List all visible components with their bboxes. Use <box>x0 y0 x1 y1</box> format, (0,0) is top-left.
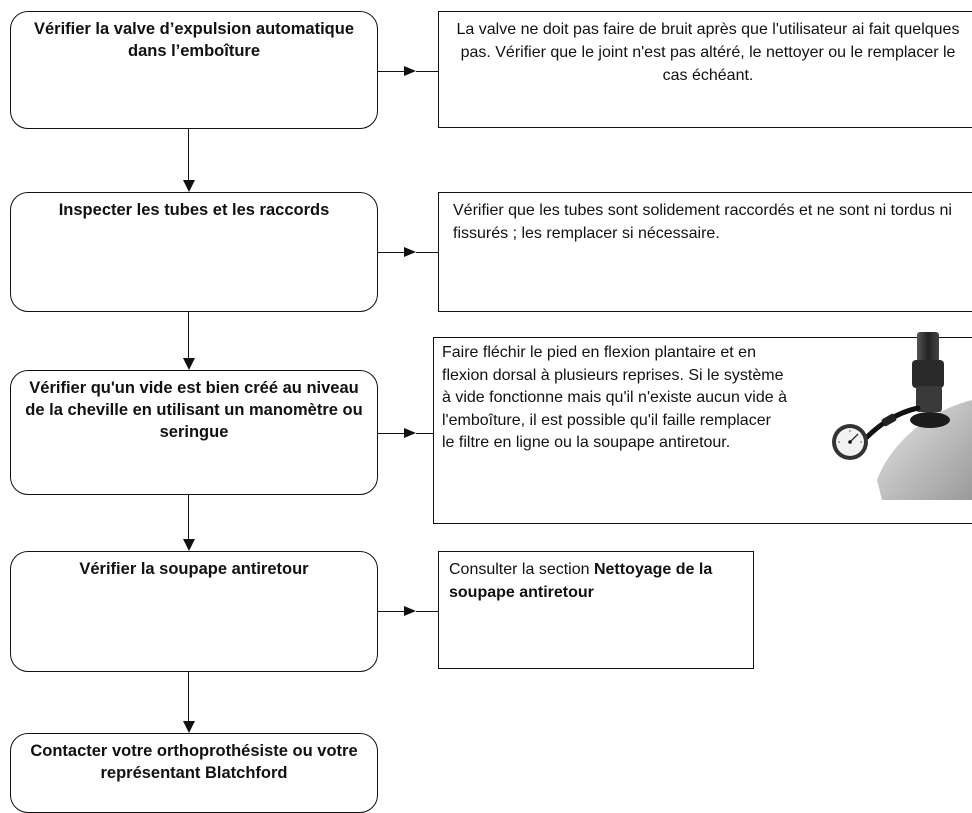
connector-note4-tail <box>416 611 438 612</box>
note-tubes: Vérifier que les tubes sont solidement r… <box>438 192 972 312</box>
arrow-right-1 <box>404 66 416 76</box>
note-vacuum: Faire fléchir le pied en flexion plantai… <box>433 337 972 524</box>
arrow-down-3-4 <box>183 539 195 551</box>
arrow-right-4 <box>404 606 416 616</box>
step-inspect-tubes: Inspecter les tubes et les raccords <box>10 192 378 312</box>
connector-step3-note3 <box>378 433 406 434</box>
note-check-valve-section-link: Nettoyage de la soupape antiretour <box>449 561 713 601</box>
note-check-valve-text: Consulter la section <box>449 561 594 578</box>
connector-note1-tail <box>416 71 438 72</box>
arrow-right-3 <box>404 428 416 438</box>
arrow-down-1-2 <box>183 180 195 192</box>
step-check-check-valve: Vérifier la soupape antiretour <box>10 551 378 672</box>
connector-3-4 <box>188 495 189 539</box>
connector-2-3 <box>188 312 189 358</box>
arrow-down-2-3 <box>183 358 195 370</box>
connector-note3-tail <box>416 433 433 434</box>
connector-step2-note2 <box>378 252 406 253</box>
connector-step4-note4 <box>378 611 406 612</box>
prosthetic-ankle-with-vacuum-gauge-icon <box>832 332 972 500</box>
note-check-valve: Consulter la section Nettoyage de la sou… <box>438 551 754 669</box>
step-check-expulsion-valve: Vérifier la valve d’expulsion automatiqu… <box>10 11 378 129</box>
connector-step1-note1 <box>378 71 406 72</box>
note-expulsion-valve: La valve ne doit pas faire de bruit aprè… <box>438 11 972 128</box>
arrow-right-2 <box>404 247 416 257</box>
connector-note2-tail <box>416 252 438 253</box>
connector-4-5 <box>188 672 189 721</box>
step-check-vacuum: Vérifier qu'un vide est bien créé au niv… <box>10 370 378 495</box>
connector-1-2 <box>188 129 189 180</box>
step-contact-practitioner: Contacter votre orthoprothésiste ou votr… <box>10 733 378 813</box>
arrow-down-4-5 <box>183 721 195 733</box>
